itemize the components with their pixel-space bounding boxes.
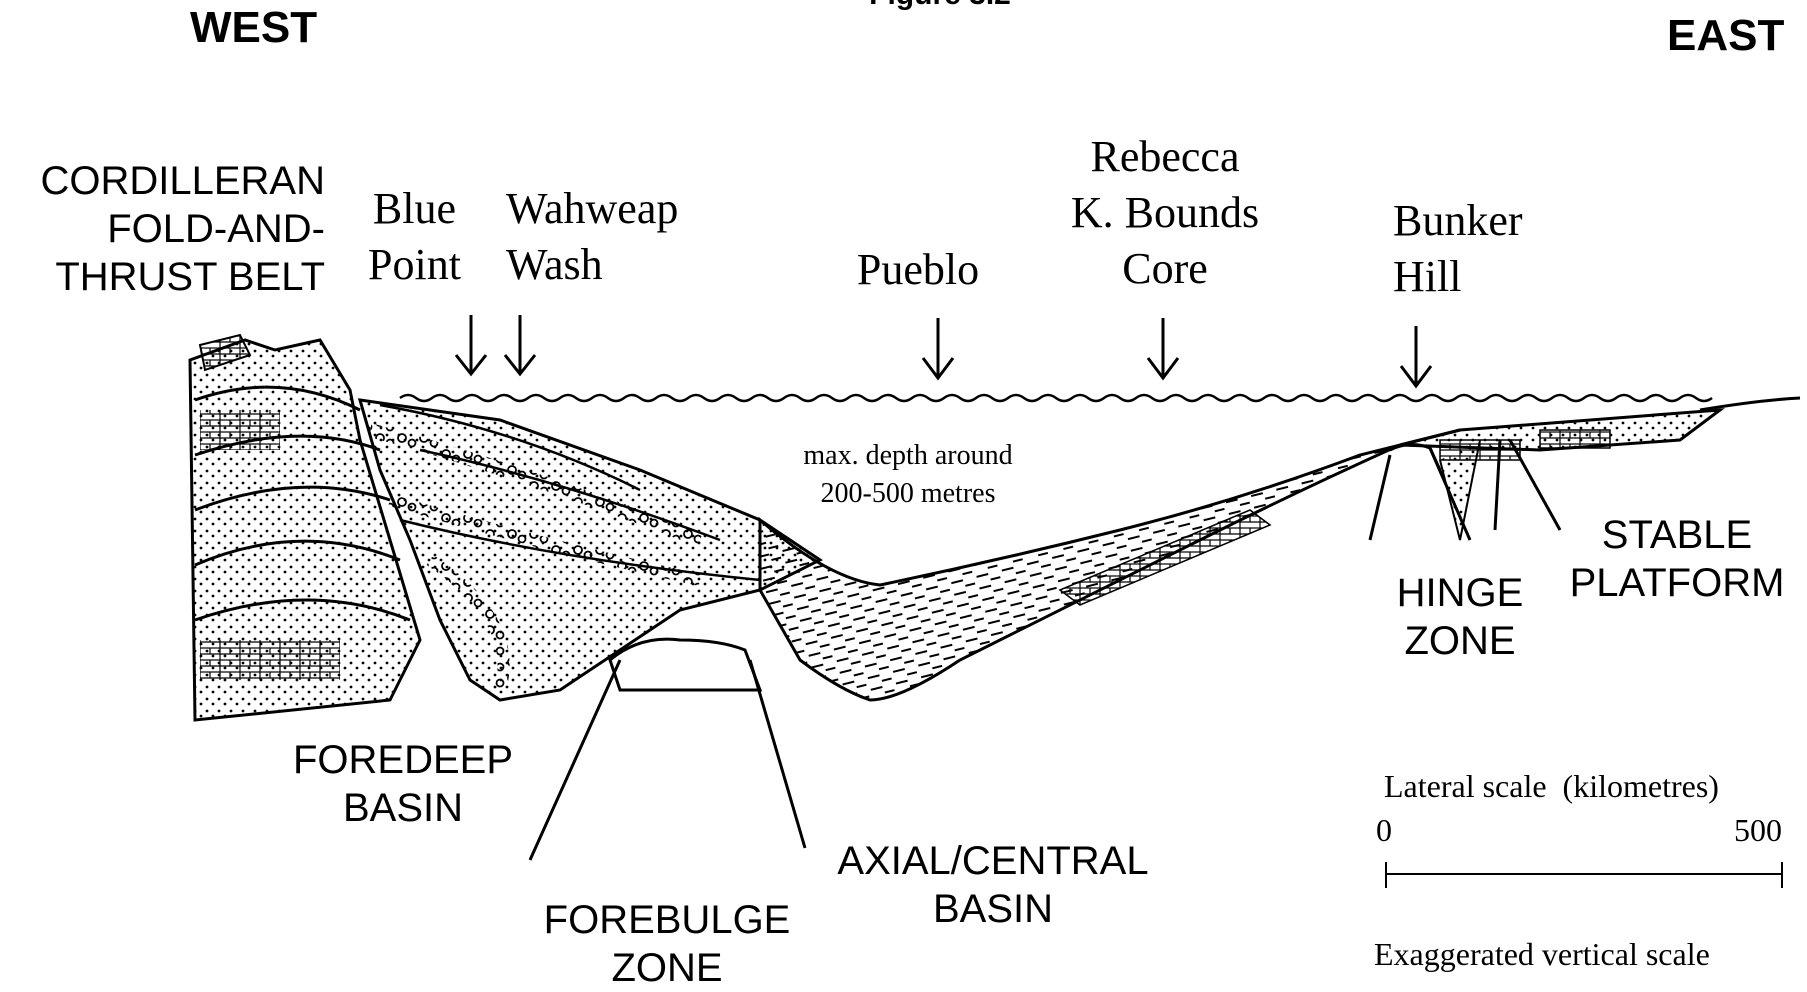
site-rebecca: Rebecca K. Bounds Core — [1040, 129, 1290, 297]
scale-max-label: 500 — [1734, 812, 1782, 849]
land-surface-east — [1700, 398, 1800, 410]
vertical-scale-note: Exaggerated vertical scale — [1374, 936, 1710, 973]
stable-label: STABLE PLATFORM — [1552, 511, 1802, 607]
site-arrows — [456, 315, 1431, 386]
site-pueblo: Pueblo — [838, 242, 998, 298]
site-bunker: Bunker Hill — [1393, 193, 1523, 305]
foredeep-label: FOREDEEP BASIN — [278, 736, 528, 832]
forebulge-label: FOREBULGE ZONE — [522, 896, 812, 992]
sea-surface — [400, 395, 1712, 401]
scale-min-label: 0 — [1376, 812, 1392, 849]
lateral-scale-label: Lateral scale (kilometres) — [1384, 768, 1719, 805]
site-blue-point: Blue Point — [368, 181, 461, 293]
figure-title: Figure 3.2 — [860, 0, 1020, 12]
arrow-bunker — [1401, 326, 1431, 386]
thrust-belt — [190, 335, 420, 720]
east-label: EAST — [1667, 11, 1784, 61]
arrow-pueblo — [923, 318, 953, 378]
axial-label: AXIAL/CENTRAL BASIN — [818, 837, 1168, 933]
site-wahweap: Wahweap Wash — [506, 181, 678, 293]
hinge-label: HINGE ZONE — [1380, 569, 1540, 665]
arrow-blue-point — [456, 315, 486, 374]
arrow-rebecca — [1148, 318, 1178, 378]
foredeep-fill — [360, 400, 820, 700]
west-label: WEST — [190, 3, 317, 53]
scale-bar — [1386, 862, 1782, 888]
cordilleran-label: CORDILLERAN FOLD-AND- THRUST BELT — [5, 157, 325, 301]
arrow-wahweap — [505, 315, 535, 374]
depth-note: max. depth around 200-500 metres — [768, 437, 1048, 513]
